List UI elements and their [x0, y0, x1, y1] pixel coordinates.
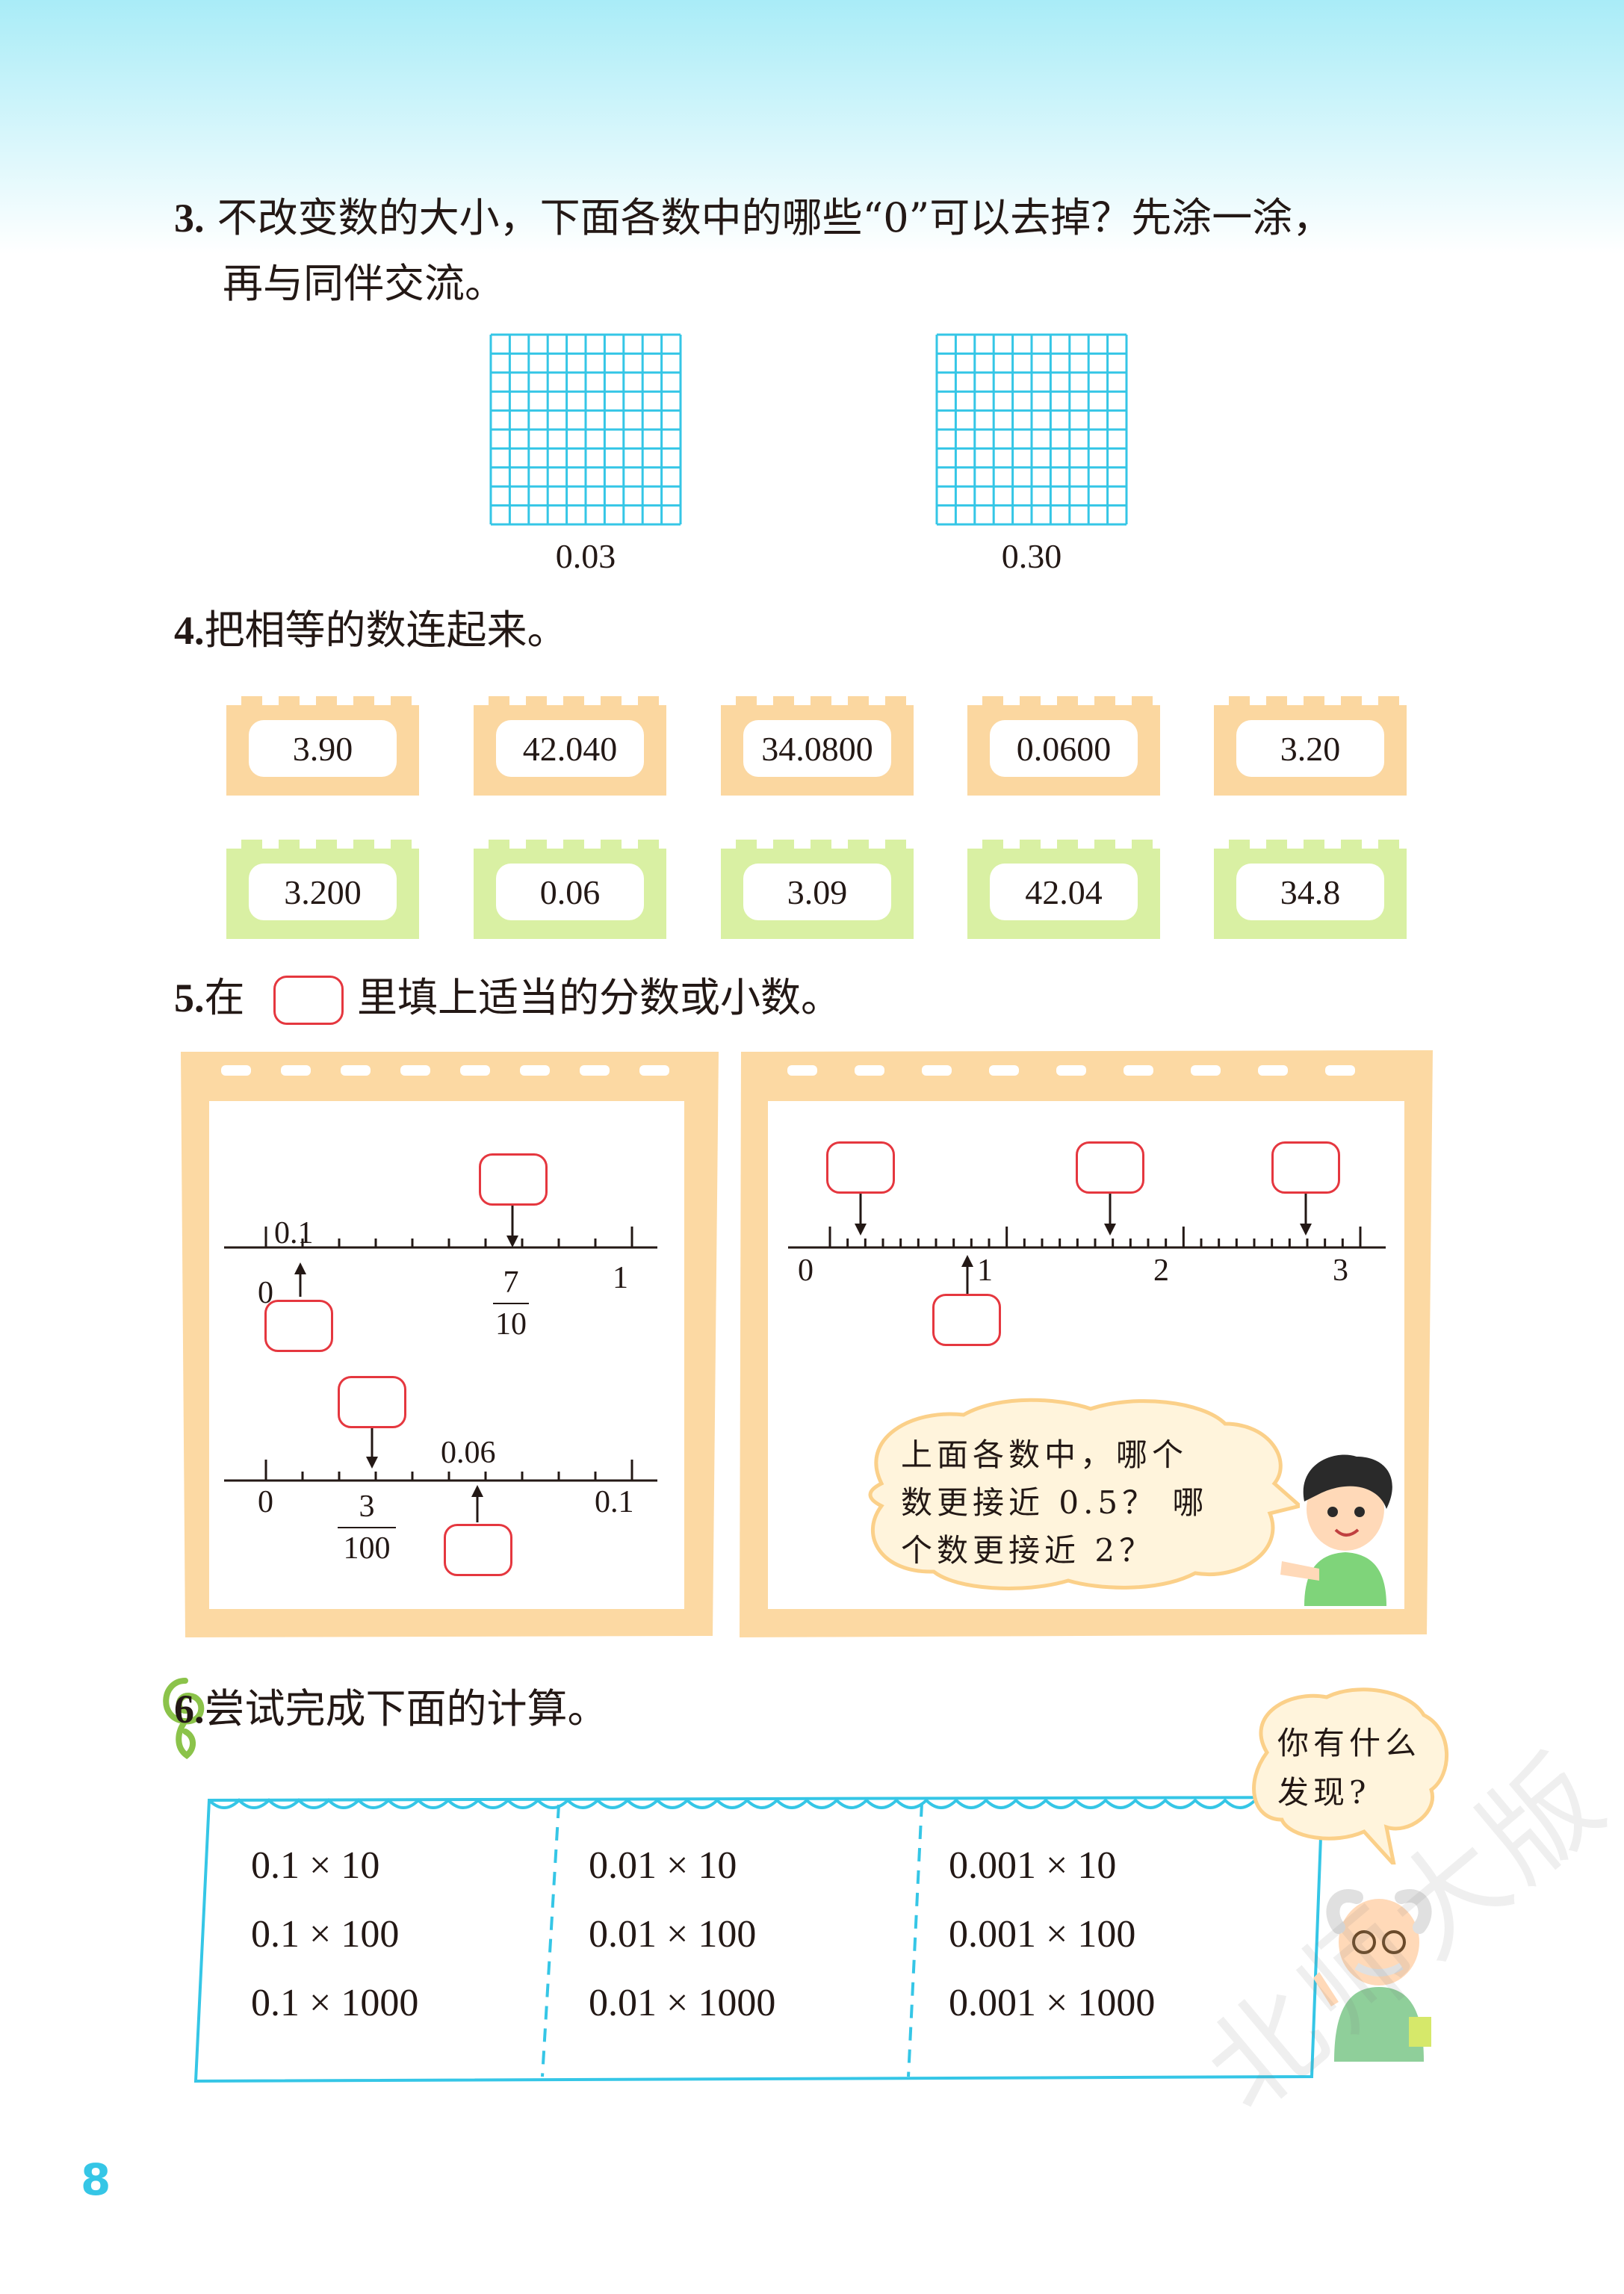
q3-text-line1: 不改变数的大小，下面各数中的哪些“0”可以去掉？先涂一涂， [217, 194, 1333, 241]
nl-c-tick-0: 0 [798, 1253, 813, 1288]
calc-3-1: 0.001 × 10 [949, 1844, 1117, 1887]
arrow-down-b [366, 1428, 378, 1469]
number-line-b [224, 1460, 657, 1482]
q5-bubble-line3: 个数更接近 2？ [901, 1532, 1156, 1569]
calc-2-3: 0.01 × 1000 [589, 1982, 776, 2024]
brick-value: 34.0800 [743, 720, 891, 777]
q5-suffix: 里填上适当的分数或小数。 [357, 974, 841, 1021]
q6-number: 6. [174, 1687, 205, 1732]
grid-label-left: 0.03 [555, 537, 616, 575]
q5-title: 5.在 [174, 965, 245, 1031]
frac-a-num: 7 [503, 1265, 519, 1300]
q5-example-box [273, 976, 344, 1025]
number-line-a [224, 1227, 657, 1249]
answer-box-b2[interactable] [444, 1524, 512, 1576]
frac-b-num: 3 [359, 1489, 375, 1524]
q6-title: 6.尝试完成下面的计算。 [174, 1676, 608, 1742]
q5-prefix: 在 [204, 974, 245, 1021]
top-color-band [0, 0, 1624, 254]
nl-c-tick-1: 1 [977, 1253, 993, 1288]
q5-speech-bubble [868, 1398, 1300, 1590]
number-brick-bottom-1[interactable]: 3.200 [226, 832, 419, 939]
q3-number: 3. [174, 196, 205, 241]
brick-value: 0.06 [496, 864, 644, 920]
nl-c-tick-2: 2 [1153, 1253, 1169, 1288]
boy-character [1280, 1454, 1392, 1606]
nl-a-end: 1 [613, 1261, 628, 1295]
q4-number: 4. [174, 608, 205, 653]
answer-box-b1[interactable] [338, 1376, 406, 1428]
brick-value: 3.90 [249, 720, 397, 777]
grid-label-right: 0.30 [1001, 537, 1062, 575]
calc-2-2: 0.01 × 100 [589, 1913, 757, 1956]
q6-speech-bubble [1252, 1687, 1448, 1864]
q3-title-line2: 再与同伴交流。 [223, 260, 505, 307]
number-brick-top-4[interactable]: 0.0600 [967, 689, 1160, 796]
nl-b-marked: 0.06 [441, 1436, 496, 1470]
brick-value: 3.20 [1236, 720, 1384, 777]
nl-a-marked: 0.1 [274, 1216, 314, 1250]
answer-box-c3[interactable] [1271, 1141, 1340, 1194]
number-brick-bottom-5[interactable]: 34.8 [1214, 832, 1407, 939]
q4-title: 4.把相等的数连起来。 [174, 598, 568, 663]
arrow-down-c1 [855, 1194, 867, 1236]
teacher-character [1313, 1889, 1432, 2062]
answer-box-c2[interactable] [1076, 1141, 1144, 1194]
calc-3-2: 0.001 × 100 [949, 1913, 1136, 1956]
hundred-grid-right[interactable] [935, 333, 1128, 526]
calc-1-1: 0.1 × 10 [251, 1844, 380, 1887]
arrow-up-b [471, 1485, 483, 1522]
nl-a-start: 0 [258, 1276, 273, 1310]
q6-bubble-line1: 你有什么 [1277, 1725, 1422, 1761]
hundred-grid-left[interactable] [489, 333, 682, 526]
number-brick-bottom-4[interactable]: 42.04 [967, 832, 1160, 939]
answer-box-c4[interactable] [932, 1294, 1001, 1346]
page-number: 8 [81, 2154, 111, 2205]
calc-2-1: 0.01 × 10 [589, 1844, 737, 1887]
answer-box-a2[interactable] [479, 1153, 548, 1206]
q5-bubble-line1: 上面各数中，哪个 [901, 1436, 1188, 1473]
nl-b-end: 0.1 [595, 1485, 634, 1519]
q3-title-line1: 3. 不改变数的大小，下面各数中的哪些“0”可以去掉？先涂一涂， [174, 185, 1333, 251]
frac-b-den: 100 [343, 1531, 391, 1566]
number-line-c [788, 1227, 1386, 1249]
arrow-up-a [294, 1262, 306, 1297]
answer-box-c1[interactable] [826, 1141, 895, 1194]
nl-c-tick-3: 3 [1333, 1253, 1348, 1288]
q5-bubble-line2: 数更接近 0.5？ 哪 [901, 1484, 1209, 1521]
brick-value: 0.0600 [990, 720, 1138, 777]
brick-value: 3.09 [743, 864, 891, 920]
arrow-down-c2 [1104, 1194, 1116, 1236]
brick-value: 42.04 [990, 864, 1138, 920]
q5-left-frame [181, 1052, 719, 1637]
q6-bubble-line2: 发现? [1277, 1774, 1371, 1811]
brick-value: 34.8 [1236, 864, 1384, 920]
q6-text: 尝试完成下面的计算。 [204, 1685, 608, 1732]
number-brick-bottom-2[interactable]: 0.06 [474, 832, 666, 939]
number-brick-top-1[interactable]: 3.90 [226, 689, 419, 796]
answer-box-a1[interactable] [264, 1300, 333, 1352]
calc-3-3: 0.001 × 1000 [949, 1982, 1156, 2024]
arrow-down-c3 [1300, 1194, 1312, 1236]
number-brick-top-2[interactable]: 42.040 [474, 689, 666, 796]
q6-challenge-icon [163, 1678, 205, 1760]
q6-calc-panel [193, 1795, 1324, 2083]
brick-value: 42.040 [496, 720, 644, 777]
number-brick-top-5[interactable]: 3.20 [1214, 689, 1407, 796]
arrow-down-a [506, 1206, 518, 1247]
arrow-up-c [961, 1255, 973, 1294]
q4-text: 把相等的数连起来。 [204, 607, 568, 654]
frac-a-den: 10 [495, 1307, 527, 1342]
number-brick-bottom-3[interactable]: 3.09 [721, 832, 914, 939]
brick-value: 3.200 [249, 864, 397, 920]
q5-number: 5. [174, 976, 205, 1020]
calc-1-2: 0.1 × 100 [251, 1913, 400, 1956]
calc-1-3: 0.1 × 1000 [251, 1982, 419, 2024]
number-brick-top-3[interactable]: 34.0800 [721, 689, 914, 796]
nl-b-start: 0 [258, 1485, 273, 1519]
